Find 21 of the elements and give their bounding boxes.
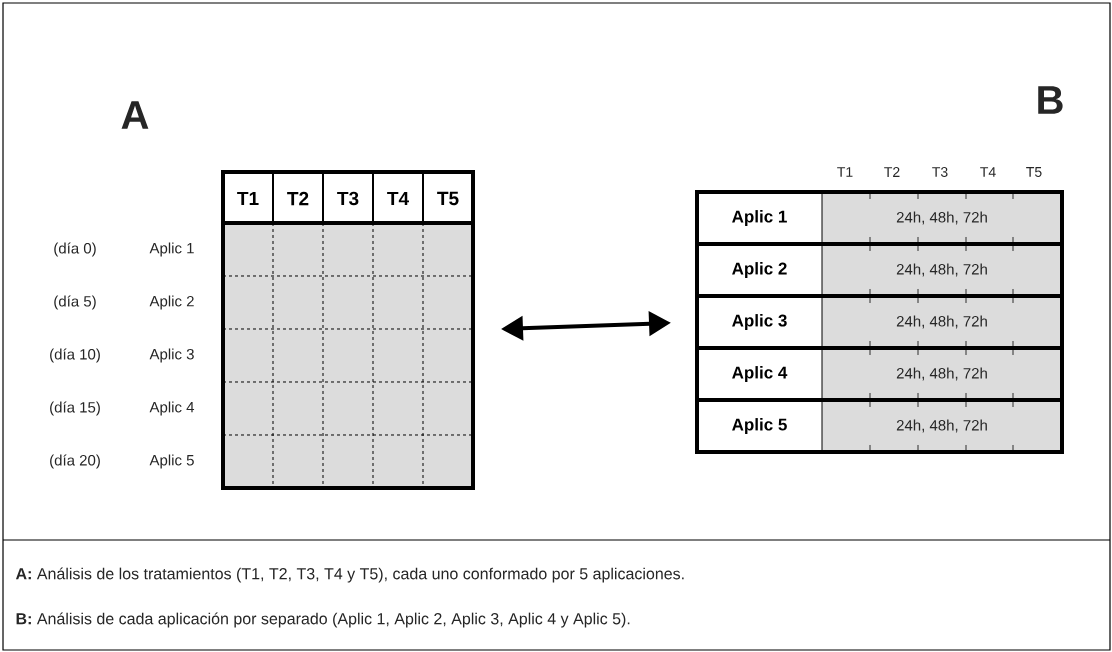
row-label: (día 15) [50,401,100,416]
row-label: Aplic 5 [149,454,194,469]
row-label: (día 10) [50,348,100,363]
note: B: Análisis de cada aplicación por separado (Aplic 1, Aplic 2, Aplic 3, Aplic 4 y Aplic 5). [16,612,630,628]
panel-letter: B [1038,86,1063,114]
row-label: Aplic 2 [149,295,194,310]
column-label: T3 [932,167,948,177]
table: T1 T2 T3 T4 T5 [221,170,475,490]
row-label: Aplic 1 [149,242,194,257]
column-label: T1 [837,167,853,177]
panel-letter: A [121,101,149,129]
note: A: Análisis de los tratamientos (T1, T2, T3, T4 y T5), cada uno conformado por 5 aplicaciones. [15,567,684,583]
column-label: T2 [884,167,900,177]
row-label: Aplic 3 [149,348,194,363]
column-label: T4 [980,167,996,177]
row-label: Aplic 4 [149,401,195,416]
column-label: T5 [1026,167,1042,177]
table: Aplic 1 24h, 48h, 72h Aplic 2 24h, 48h, 72h Aplic 3 24h, 48h, 72h Aplic 4 24h, 48h, 72h Aplic 5 24h, 48h, 72h [695,190,1064,454]
row-label: (día 20) [50,454,100,469]
row-label: (día 0) [54,242,96,257]
row-label: (día 5) [54,295,96,310]
